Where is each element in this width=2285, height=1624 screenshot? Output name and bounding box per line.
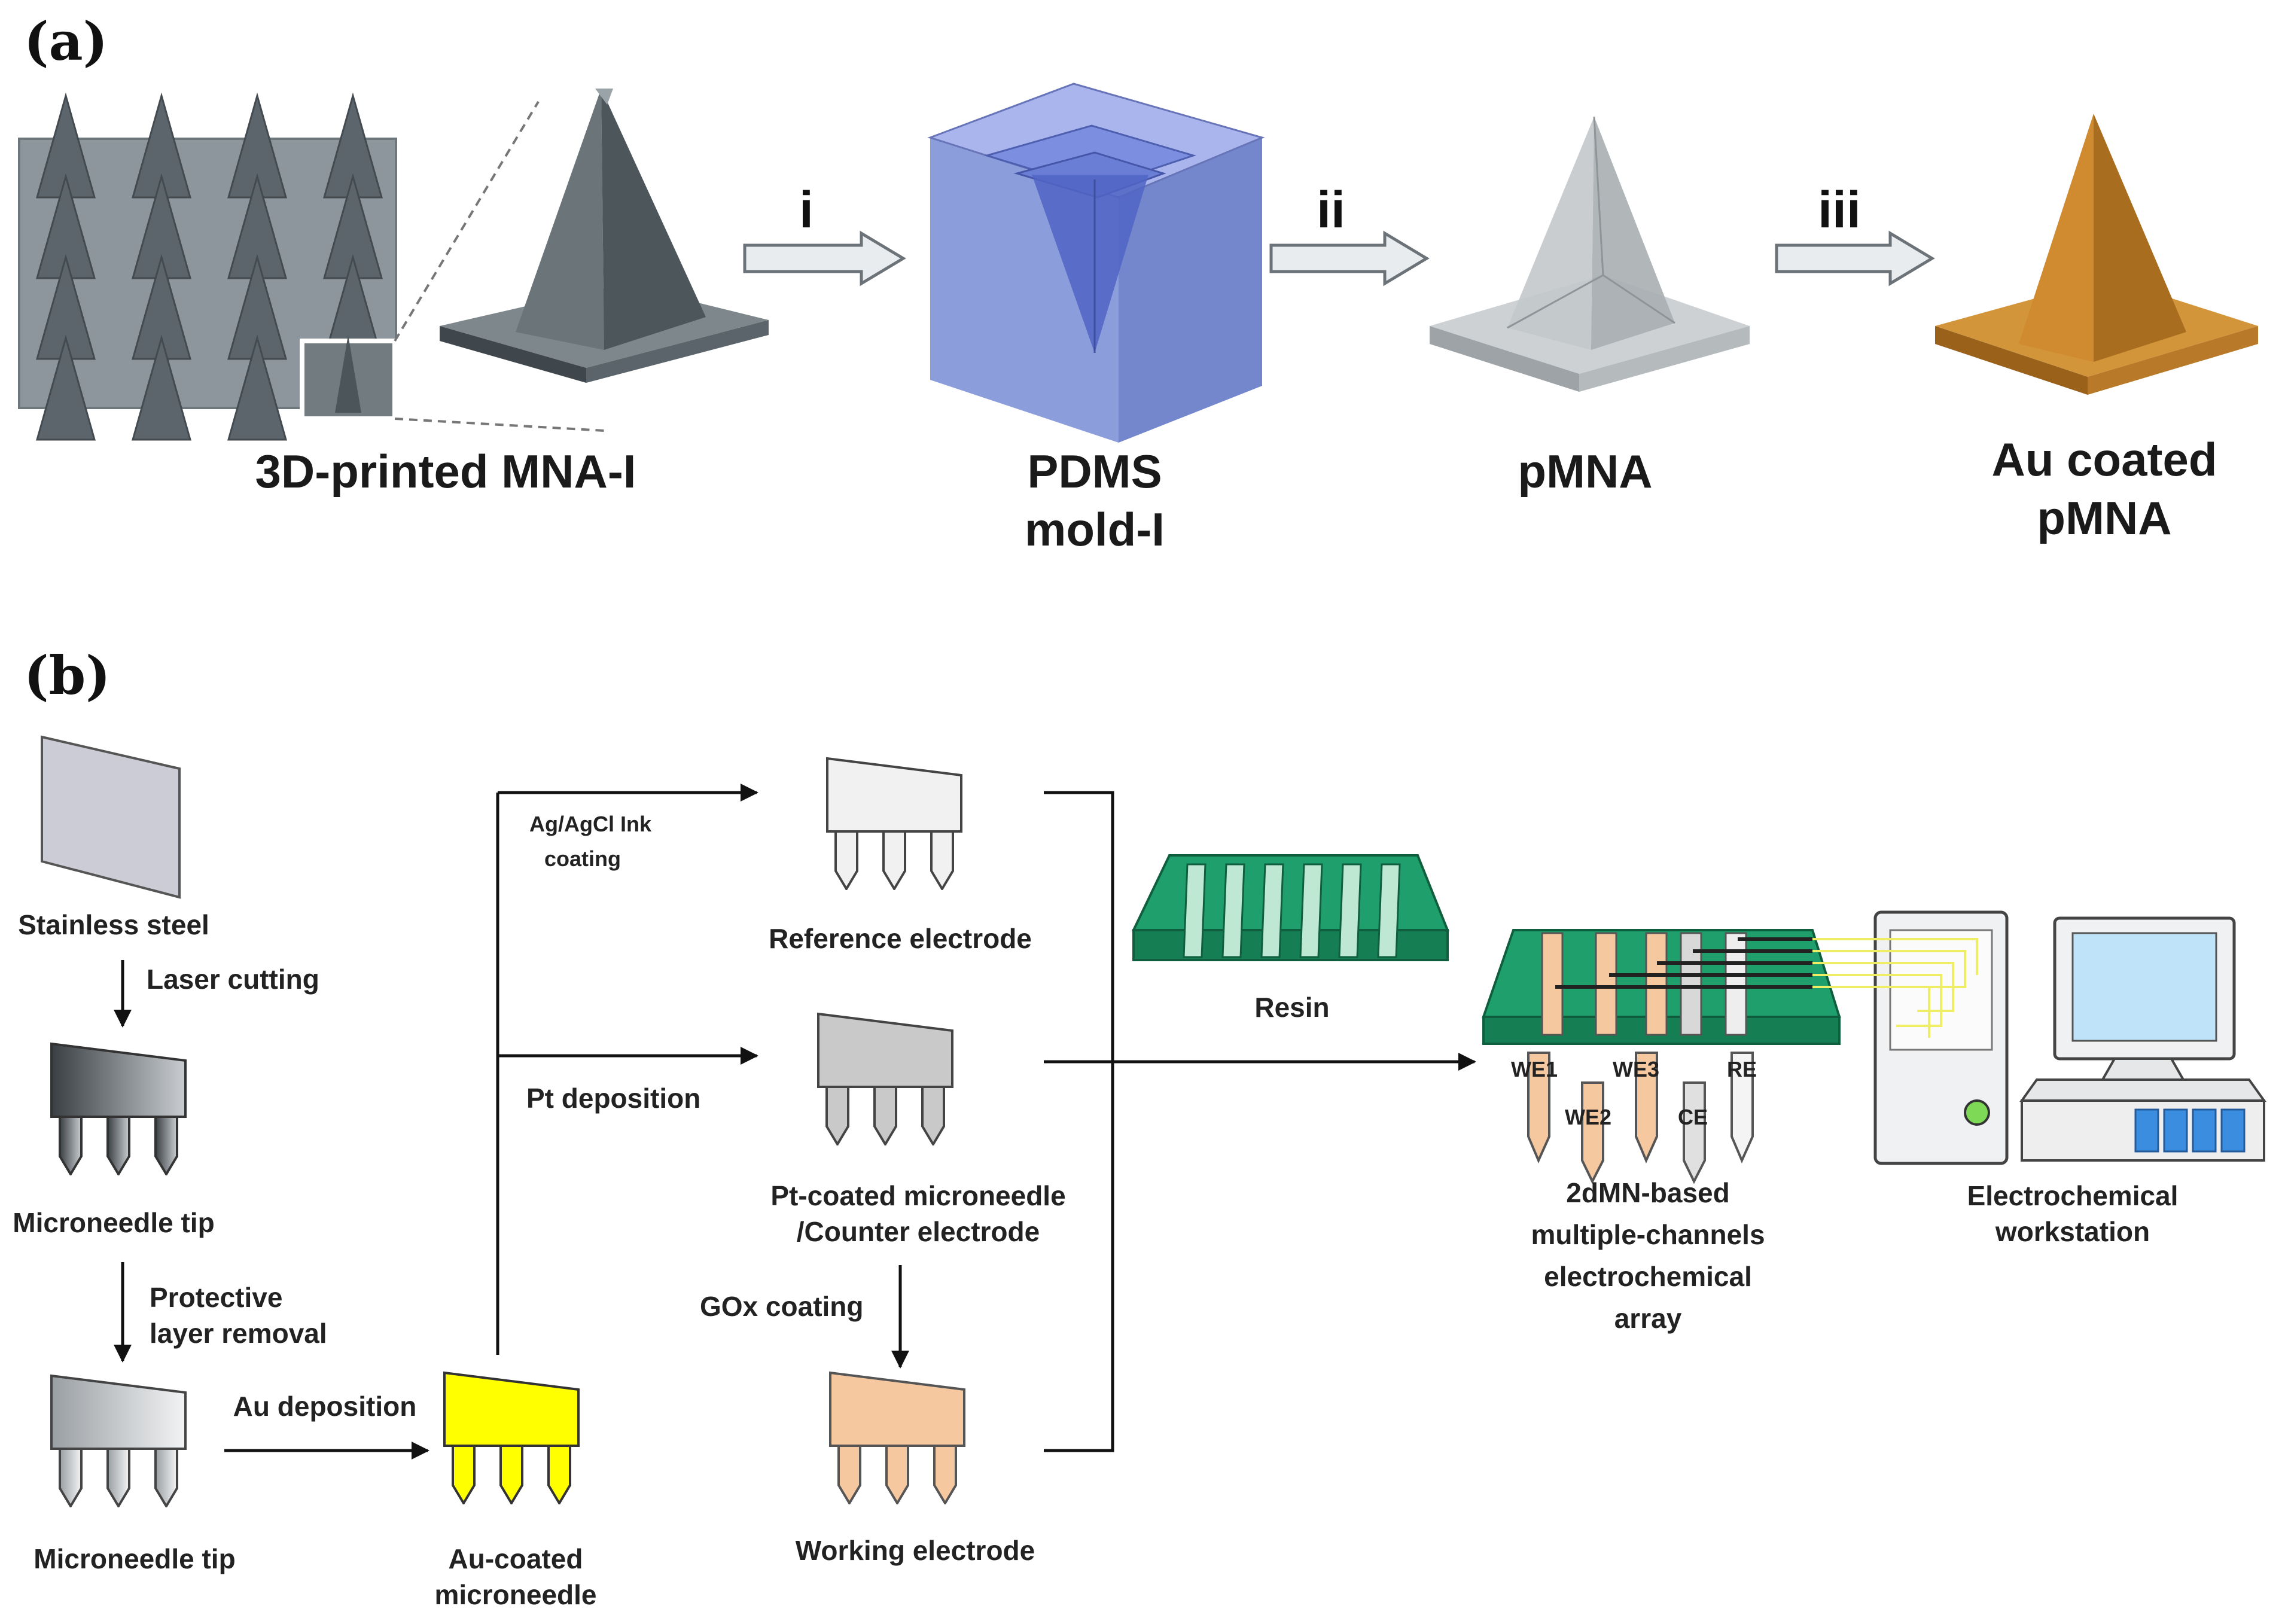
array-leads	[1555, 937, 1812, 989]
reference-electrode-comb	[826, 757, 962, 890]
step-ii-label: ii	[1317, 181, 1345, 239]
label-array-line4: array	[1614, 1303, 1682, 1334]
resin-slot	[1183, 863, 1207, 958]
label-array-line1: 2dMN-based	[1566, 1177, 1729, 1208]
label-pdms-line2: mold-I	[1025, 503, 1165, 556]
resin-slot	[1299, 863, 1323, 958]
printed-mna-array	[18, 92, 397, 441]
label-working-electrode: Working electrode	[796, 1535, 1035, 1566]
resin-block	[1131, 854, 1449, 961]
label-pt-deposition: Pt deposition	[526, 1083, 700, 1114]
label-pdms-line1: PDMS	[1027, 445, 1162, 498]
panel-b-label: (b)	[24, 644, 111, 706]
label-array-line3: electrochemical	[1544, 1261, 1752, 1292]
label-laser-cutting: Laser cutting	[147, 964, 319, 995]
label-au-coated-line2: microneedle	[435, 1579, 597, 1610]
label-au-coated-line2: pMNA	[2037, 492, 2171, 544]
printed-mna-model	[440, 89, 769, 383]
label-protective-line2: layer removal	[150, 1318, 327, 1349]
step-iii-label: iii	[1818, 181, 1861, 239]
label-au-deposition: Au deposition	[233, 1391, 417, 1422]
label-microneedle-tip-2: Microneedle tip	[33, 1543, 235, 1574]
label-pt-coated-line2: /Counter electrode	[797, 1216, 1040, 1247]
panel-a-label: (a)	[24, 10, 108, 72]
branch-connector	[496, 784, 758, 1355]
zoom-lines	[394, 100, 605, 432]
arrow-step-i: i	[743, 181, 906, 287]
label-array-line2: multiple-channels	[1531, 1219, 1765, 1250]
label-pt-coated-line1: Pt-coated microneedle	[770, 1180, 1065, 1211]
pmna-model	[1430, 116, 1750, 392]
electrochemical-workstation	[1812, 910, 2266, 1165]
label-re: RE	[1727, 1057, 1757, 1081]
pdms-mold	[927, 83, 1265, 443]
array-probes	[1527, 1052, 1754, 1184]
combine-bracket	[1044, 791, 1476, 1452]
microneedle-tip-light	[50, 1375, 187, 1507]
pt-coated-microneedle-comb	[817, 1013, 953, 1145]
label-workstation-line1: Electrochemical	[1967, 1180, 2179, 1211]
microneedle-spike	[132, 334, 191, 441]
label-pmna: pMNA	[1518, 445, 1652, 498]
label-au-coated-line1: Au coated	[1991, 433, 2217, 486]
au-coated-microneedle	[443, 1372, 580, 1504]
resin-slot	[1221, 863, 1245, 958]
resin-slot	[1338, 863, 1362, 958]
label-we1: WE1	[1511, 1057, 1558, 1081]
array-probe-tops	[1541, 932, 1747, 1036]
label-ce: CE	[1678, 1105, 1708, 1129]
label-resin: Resin	[1254, 992, 1329, 1023]
label-stainless-steel: Stainless steel	[18, 909, 209, 940]
electrochemical-array	[1482, 929, 1841, 1184]
resin-slot	[1260, 863, 1284, 958]
label-microneedle-tip-1: Microneedle tip	[13, 1207, 214, 1238]
label-protective-line1: Protective	[150, 1282, 282, 1313]
arrow-step-iii: iii	[1775, 181, 1935, 287]
label-workstation-line2: workstation	[1995, 1216, 2150, 1247]
resin-slot	[1377, 863, 1401, 958]
microneedle-spike	[36, 334, 96, 441]
arrow-step-ii: ii	[1269, 181, 1430, 287]
label-3d-printed-mna: 3D-printed MNA-I	[255, 445, 636, 498]
label-reference-electrode: Reference electrode	[769, 923, 1032, 954]
stainless-steel-sheet	[41, 735, 181, 899]
label-gox-coating: GOx coating	[700, 1291, 863, 1322]
label-we3: WE3	[1613, 1057, 1659, 1081]
working-electrode-comb	[829, 1372, 965, 1504]
microneedle-spike	[227, 334, 287, 441]
label-agcl-line2: coating	[544, 846, 621, 871]
microneedle-tip-dark	[50, 1043, 187, 1175]
step-i-label: i	[799, 181, 814, 239]
label-au-coated-line1: Au-coated	[449, 1543, 583, 1574]
label-we2: WE2	[1565, 1105, 1611, 1129]
au-coated-pmna-model	[1935, 114, 2258, 395]
label-agcl-line1: Ag/AgCl Ink	[529, 812, 652, 836]
